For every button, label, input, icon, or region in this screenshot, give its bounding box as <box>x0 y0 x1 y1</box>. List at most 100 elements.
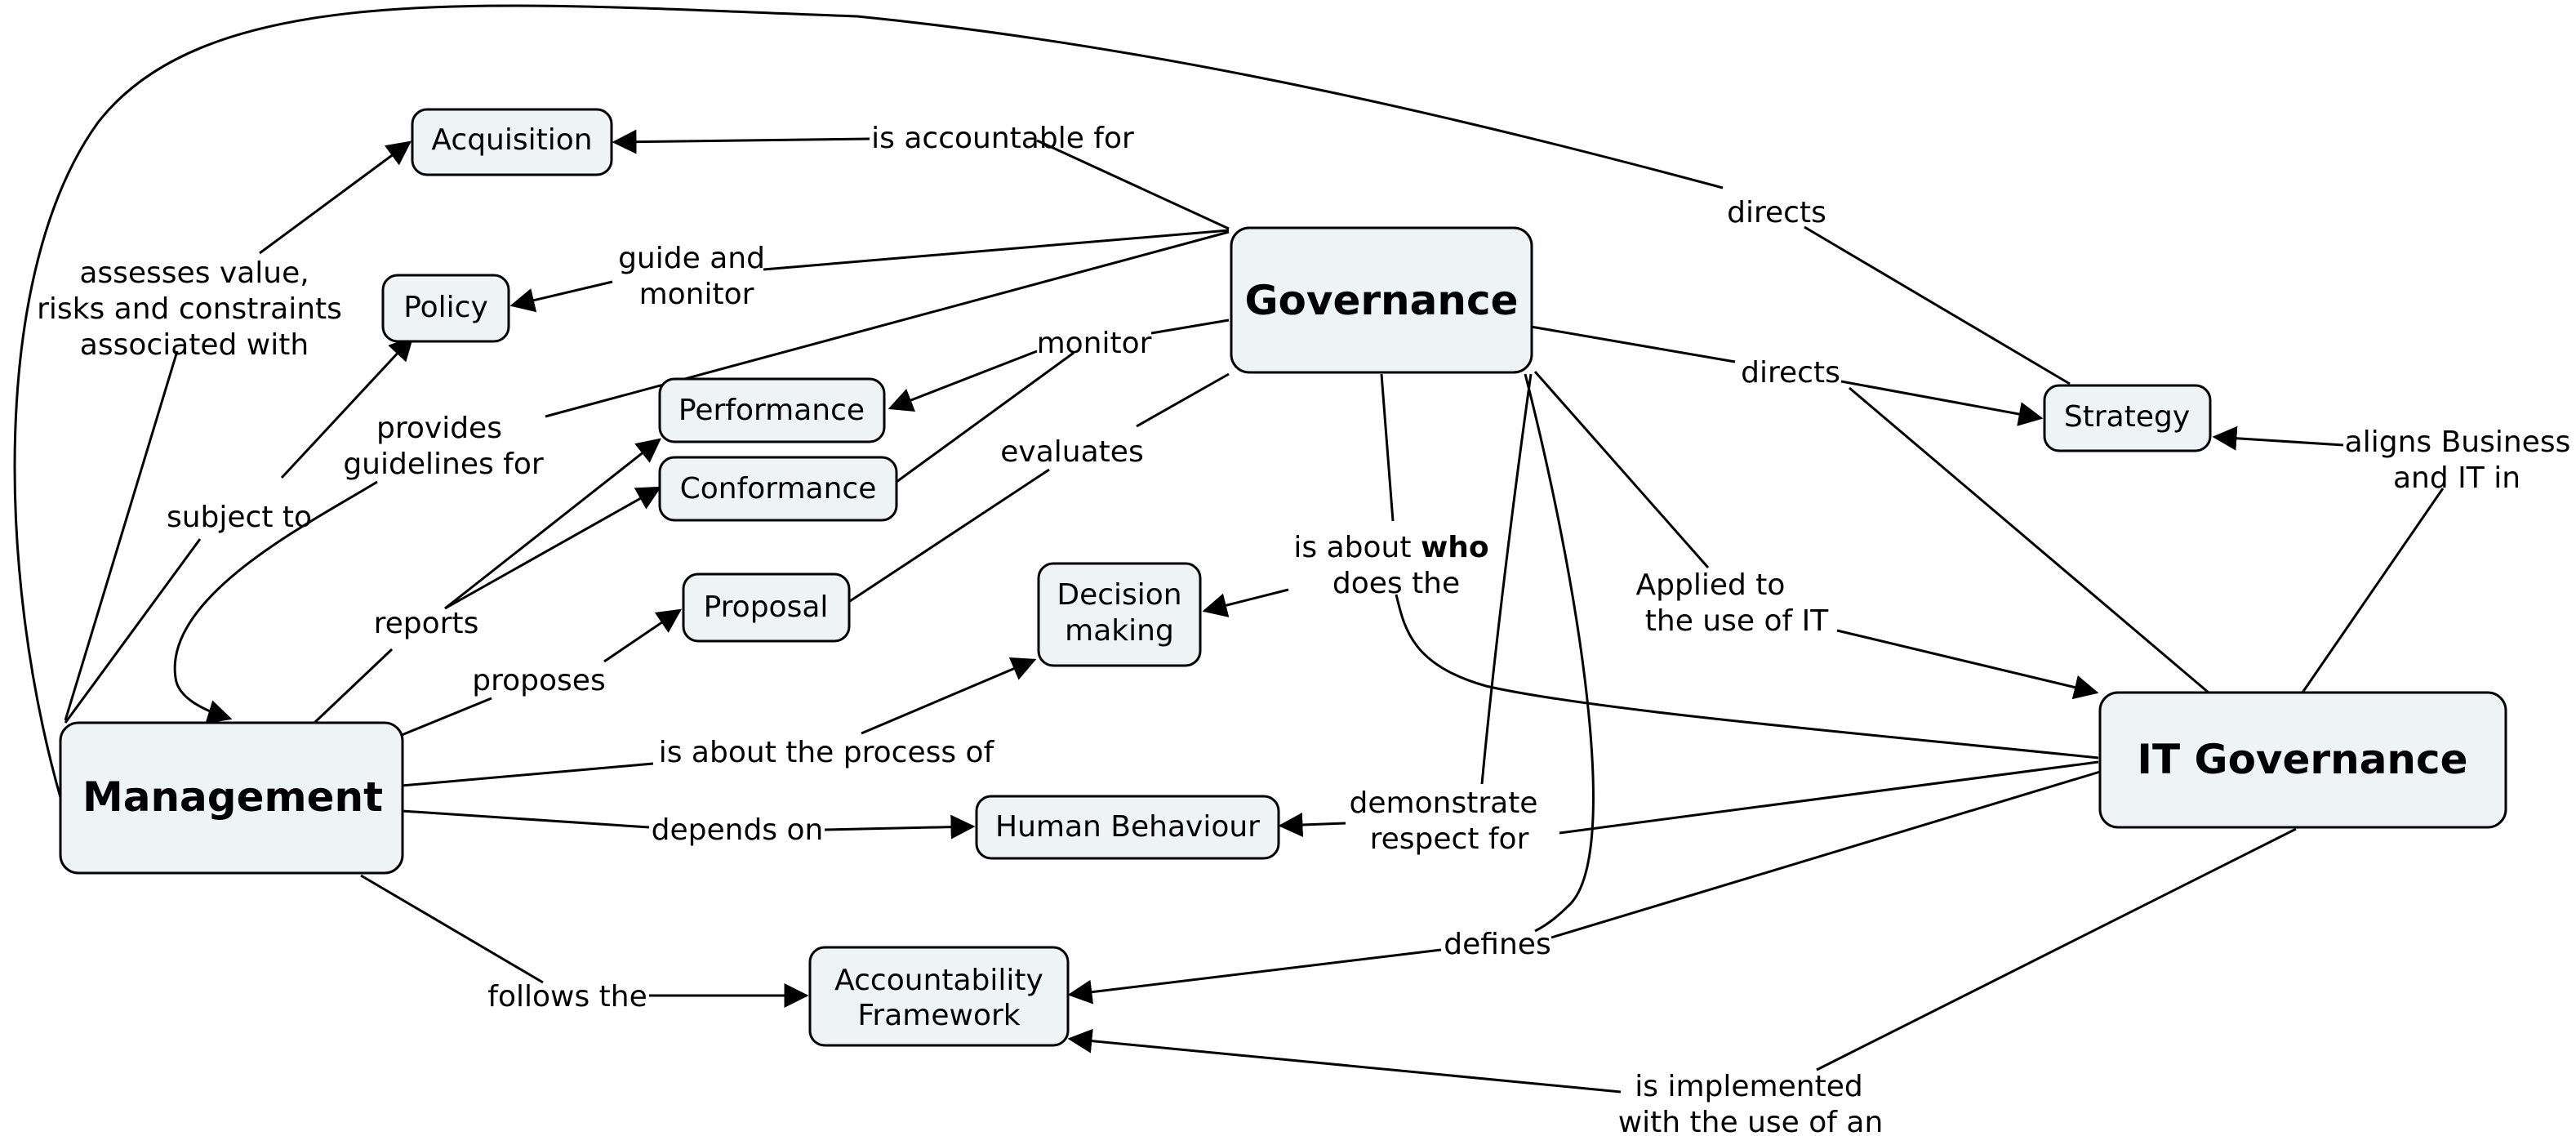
edge-governance-who <box>1380 373 1395 522</box>
concept-strategy[interactable]: Strategy <box>2043 384 2212 452</box>
edge-guide-policy <box>509 280 613 313</box>
link-is-about-who-2: does the <box>1332 567 1460 600</box>
concept-proposal-label: Proposal <box>704 590 829 624</box>
link-guide-and-monitor-1: guide and <box>618 242 765 275</box>
edge-monitor-performance <box>888 350 1038 412</box>
concept-conformance-label: Conformance <box>680 472 877 506</box>
edge-proposes-proposal <box>603 608 683 663</box>
link-proposes: proposes <box>472 664 605 697</box>
edge-management-subject <box>64 538 202 724</box>
edge-management-arc <box>13 4 1724 801</box>
concept-decision-making[interactable]: Decision making <box>1037 562 1202 667</box>
concept-decision-making-label-2: making <box>1065 614 1174 648</box>
link-is-about-who-pre: is about <box>1293 531 1421 564</box>
link-assesses-1: assesses value, <box>79 256 309 290</box>
edge-management-depends <box>401 809 650 829</box>
edge-itgov-directs <box>1849 386 2209 694</box>
edge-subject-policy <box>280 336 414 479</box>
concept-performance-label: Performance <box>678 394 865 427</box>
edge-governance-directs <box>1530 325 1736 363</box>
edge-itgov-defines <box>1550 770 2101 939</box>
link-applied-to-1: Applied to <box>1636 568 1786 602</box>
edge-itgov-who <box>1395 594 2099 760</box>
edge-implemented-framework <box>1067 1028 1622 1094</box>
edge-assesses-acquisition <box>259 140 412 255</box>
concept-it-governance[interactable]: IT Governance <box>2098 691 2507 829</box>
link-provides-1: provides <box>376 412 502 445</box>
concept-governance[interactable]: Governance <box>1230 226 1533 374</box>
edge-arc-directs-strategy <box>1804 225 2071 385</box>
link-is-implemented-2: with the use of an <box>1618 1106 1884 1136</box>
edge-directs-strategy <box>1840 380 2044 426</box>
link-depends-on: depends on <box>652 813 824 847</box>
edge-reports-performance <box>444 438 661 610</box>
link-is-about-who-bold: who <box>1421 531 1489 564</box>
edge-governance-defines <box>1524 373 1595 933</box>
edge-monitor-conformance <box>896 351 1074 483</box>
edge-itgov-implemented <box>1816 827 2297 1071</box>
link-guide-and-monitor-2: monitor <box>639 278 754 311</box>
edge-governance-evaluates <box>1136 372 1230 428</box>
link-directs-strategy: directs <box>1741 356 1840 390</box>
link-provides-2: guidelines for <box>343 448 544 481</box>
concept-it-governance-label: IT Governance <box>2137 736 2467 783</box>
link-directs-top: directs <box>1727 196 1826 229</box>
concept-strategy-label: Strategy <box>2064 400 2190 434</box>
concept-policy[interactable]: Policy <box>381 274 510 343</box>
link-defines: defines <box>1444 928 1550 961</box>
edge-itgov-demonstrate <box>1559 760 2099 835</box>
link-demonstrate-1: demonstrate <box>1350 786 1538 820</box>
link-monitor: monitor <box>1037 327 1152 360</box>
edge-itgov-aligns <box>2301 488 2445 693</box>
link-aligns-2: and IT in <box>2393 461 2520 495</box>
concept-policy-label: Policy <box>403 291 488 324</box>
edge-governance-provides <box>545 230 1230 418</box>
edge-governance-monitor <box>1150 319 1230 335</box>
edges <box>13 4 2445 1094</box>
concept-accountability-framework-label-2: Framework <box>857 999 1020 1032</box>
concept-conformance[interactable]: Conformance <box>658 456 898 522</box>
link-aligns-1: aligns Business <box>2345 425 2571 459</box>
concept-human-behaviour[interactable]: Human Behaviour <box>975 795 1280 860</box>
concept-accountability-framework-label-1: Accountability <box>834 964 1043 997</box>
link-is-about-who-1: is about who <box>1293 531 1488 564</box>
concept-management-label: Management <box>82 773 383 821</box>
edge-management-proposes <box>401 697 492 737</box>
link-labels: is accountable for guide and monitor mon… <box>37 122 2570 1136</box>
edge-reports-conformance <box>444 486 662 610</box>
link-assesses-2: risks and constraints <box>37 292 342 326</box>
concept-acquisition[interactable]: Acquisition <box>411 108 613 176</box>
link-subject-to: subject to <box>167 501 312 534</box>
link-evaluates: evaluates <box>1000 435 1143 469</box>
edge-management-assesses <box>64 350 179 721</box>
edge-demonstrate-human <box>1278 812 1346 837</box>
edge-governance-accountable <box>1036 139 1230 230</box>
edge-provides-management <box>173 480 378 724</box>
edge-governance-applied <box>1533 371 1710 568</box>
link-is-accountable-for: is accountable for <box>871 122 1134 155</box>
concept-governance-label: Governance <box>1244 277 1518 324</box>
edge-management-follows <box>360 874 544 984</box>
edge-accountable-acquisition <box>612 129 870 154</box>
edge-who-decision <box>1202 588 1289 617</box>
edge-defines-framework <box>1067 948 1442 1005</box>
link-applied-to-2: the use of IT <box>1645 604 1829 638</box>
edge-governance-demonstrate <box>1480 373 1533 785</box>
link-follows-the: follows the <box>487 980 647 1013</box>
edge-management-reports <box>313 648 394 724</box>
edge-aligns-strategy <box>2212 425 2344 451</box>
concept-proposal[interactable]: Proposal <box>682 572 851 643</box>
concept-accountability-framework[interactable]: Accountability Framework <box>808 946 1070 1047</box>
edge-governance-guide <box>763 229 1230 271</box>
link-demonstrate-2: respect for <box>1370 822 1529 856</box>
link-assesses-3: associated with <box>80 328 309 362</box>
concept-decision-making-label-1: Decision <box>1057 578 1181 612</box>
concept-human-behaviour-label: Human Behaviour <box>995 810 1260 844</box>
link-reports: reports <box>374 607 479 640</box>
concept-performance[interactable]: Performance <box>658 377 886 443</box>
concept-management[interactable]: Management <box>59 721 404 875</box>
edge-evaluates-proposal <box>847 468 1050 604</box>
edge-process-decision <box>861 657 1037 735</box>
edge-management-process <box>401 762 654 787</box>
